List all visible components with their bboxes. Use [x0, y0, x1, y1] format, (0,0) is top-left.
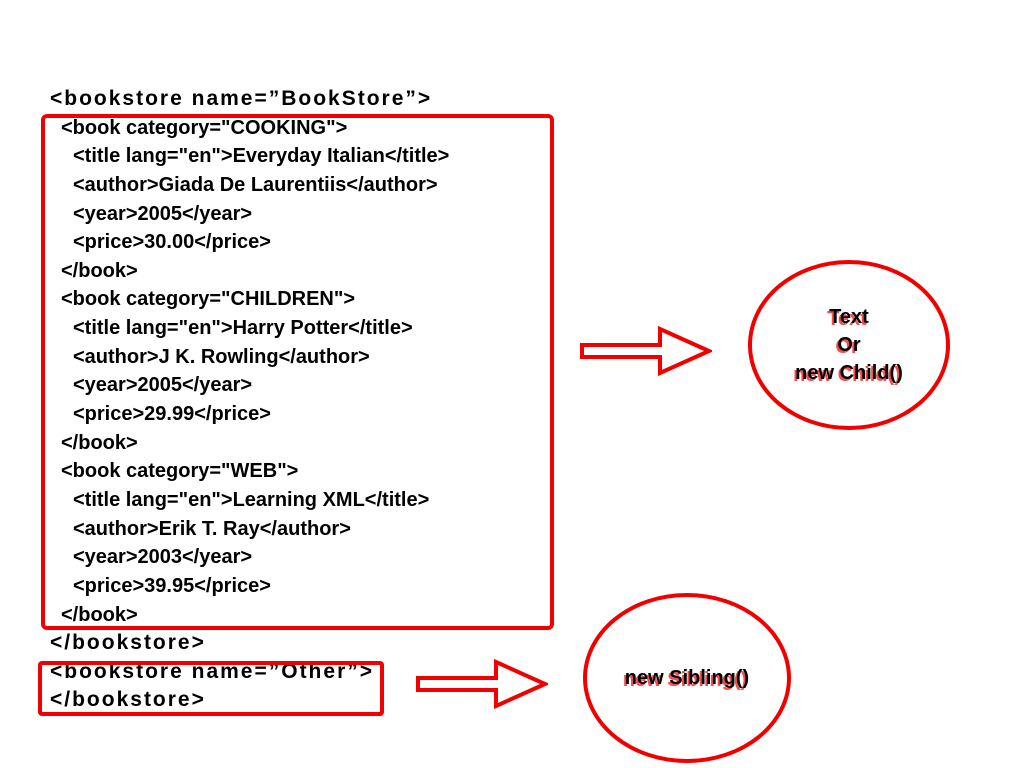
- books-highlight-box: [41, 114, 554, 630]
- xml-code-line: <author>Giada De Laurentiis</author>: [73, 173, 438, 196]
- xml-code-line: <bookstore name=”Other”>: [50, 659, 375, 683]
- xml-code-line: <price>29.99</price>: [73, 403, 271, 426]
- xml-code: <bookstore name=”BookStore”> <book catego…: [0, 85, 449, 715]
- xml-code-line: <book category="COOKING">: [61, 116, 348, 139]
- xml-code-line: </book>: [61, 603, 138, 626]
- other-bookstore-highlight-box: [38, 661, 384, 716]
- sibling-annotation-circle: new Sibling(): [583, 593, 791, 763]
- xml-code-line: <bookstore name=”BookStore”>: [50, 87, 433, 110]
- xml-code-line: <year>2005</year>: [73, 374, 253, 397]
- xml-code-line: <title lang="en">Harry Potter</title>: [73, 317, 413, 340]
- xml-code-line: </book>: [61, 431, 138, 454]
- child-annotation-line: Or: [837, 334, 861, 356]
- xml-code-line: <year>2005</year>: [73, 202, 253, 225]
- xml-code-line: <price>39.95</price>: [73, 574, 271, 597]
- xml-code-line: <author>J K. Rowling</author>: [73, 345, 370, 368]
- xml-code-line: </bookstore>: [50, 688, 206, 712]
- xml-code-line: </book>: [61, 259, 138, 282]
- child-annotation-circle: Text Or new Child(): [748, 260, 950, 430]
- arrow-right-icon: [580, 326, 712, 376]
- xml-code-line: <price>30.00</price>: [73, 231, 271, 254]
- xml-code-line: <book category="WEB">: [61, 460, 299, 483]
- xml-code-line: </bookstore>: [50, 631, 206, 655]
- child-annotation-line: new Child(): [795, 362, 903, 384]
- xml-code-line: <book category="CHILDREN">: [61, 288, 356, 311]
- arrow-right-icon: [416, 659, 548, 709]
- sibling-annotation-line: new Sibling(): [624, 667, 750, 689]
- child-annotation-line: Text: [829, 306, 869, 328]
- xml-code-line: <year>2003</year>: [73, 546, 253, 569]
- xml-code-line: <title lang="en">Everyday Italian</title…: [73, 145, 450, 168]
- xml-code-line: <title lang="en">Learning XML</title>: [73, 488, 430, 511]
- xml-code-line: <author>Erik T. Ray</author>: [73, 517, 351, 540]
